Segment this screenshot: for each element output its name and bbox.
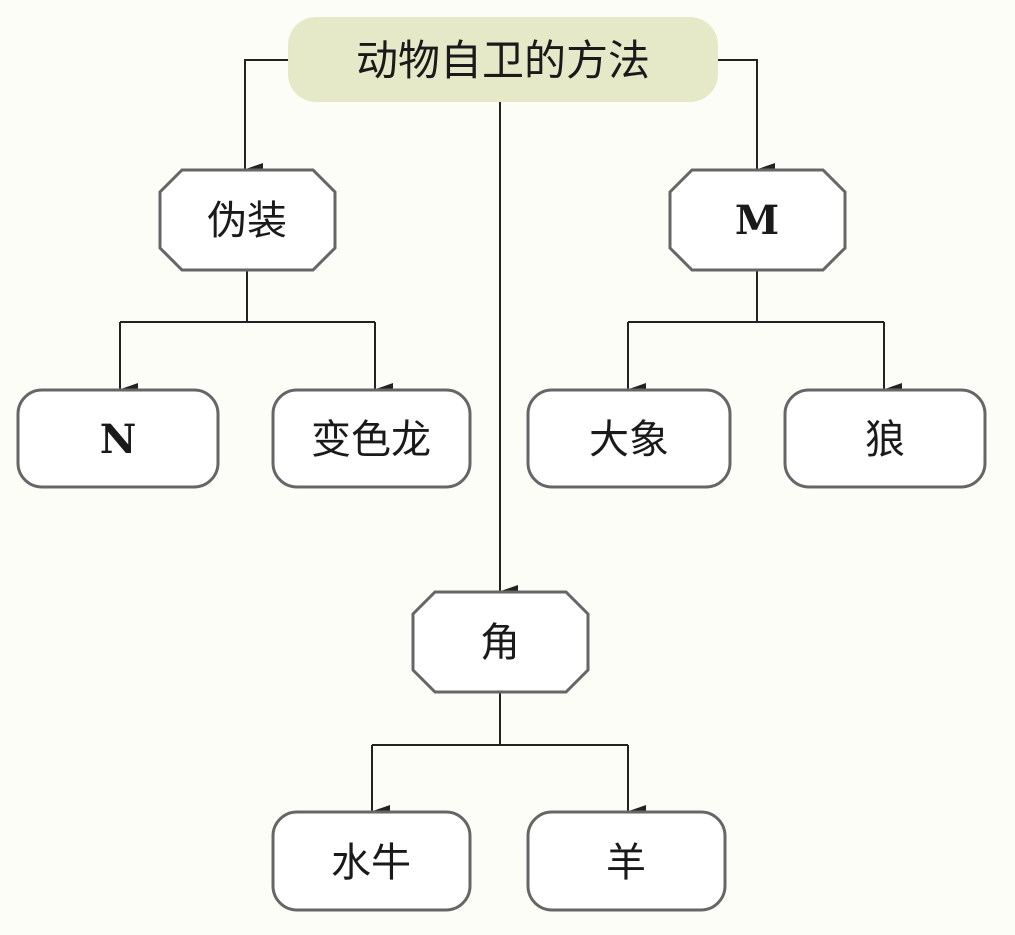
branch-m	[628, 270, 884, 323]
root-label: 动物自卫的方法	[356, 36, 650, 85]
camouflage-label: 伪装	[207, 198, 287, 244]
branch-horn	[372, 692, 628, 746]
root-box	[288, 17, 718, 102]
connectors	[118, 59, 902, 819]
arrow-root-to-m	[718, 59, 775, 177]
sheep-label: 羊	[606, 840, 646, 886]
m-label: M	[735, 197, 779, 244]
n-box	[16, 388, 220, 489]
arrow-root-to-camouflage	[243, 59, 288, 177]
elephant-box	[526, 388, 732, 489]
wolf-label: 狼	[865, 417, 905, 463]
root-node: 动物自卫的方法	[288, 17, 718, 102]
horn-label: 角	[480, 620, 520, 666]
camouflage-box	[158, 168, 337, 272]
chameleon-label: 变色龙	[311, 417, 431, 463]
wolf-box	[783, 388, 987, 489]
branch-camouflage	[120, 270, 375, 323]
m-box	[668, 168, 847, 272]
horn-box	[411, 590, 590, 694]
buffalo-label: 水牛	[331, 840, 411, 886]
elephant-label: 大象	[589, 417, 669, 463]
buffalo-box	[271, 810, 472, 912]
n-label: N	[100, 416, 137, 463]
sheep-box	[526, 810, 727, 912]
chameleon-box	[271, 388, 472, 489]
